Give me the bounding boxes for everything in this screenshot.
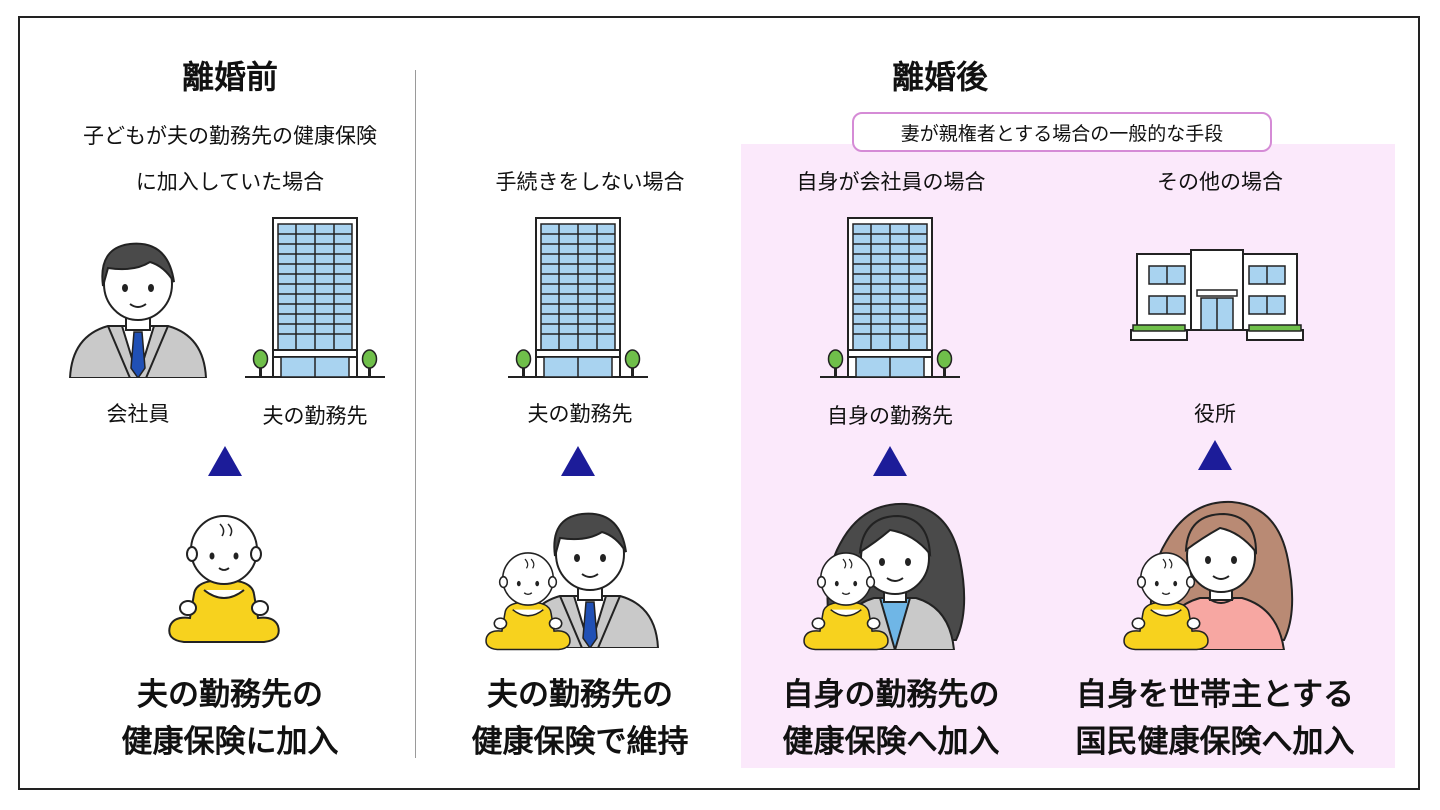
after-col1-heading: 手続きをしない場合 (495, 170, 685, 194)
after-col3-label: 役所 (1194, 402, 1236, 426)
arrow-up-icon (208, 446, 242, 476)
arrow-up-icon (1198, 440, 1232, 470)
before-result-line1: 夫の勤務先の (137, 677, 323, 713)
before-title: 離婚前 (181, 58, 278, 96)
after-col2-result: 自身の勤務先の 健康保険へ加入 (741, 672, 1041, 765)
after-col3-result-line2: 国民健康保険へ加入 (1075, 723, 1355, 760)
arrow-up-icon (561, 446, 595, 476)
city-hall-icon (1127, 248, 1307, 348)
baby-icon (1120, 548, 1212, 656)
after-col2-label: 自身の勤務先 (827, 404, 953, 428)
baby-icon (482, 548, 574, 656)
arrow-up-icon (873, 446, 907, 476)
label-employee: 会社員 (106, 402, 170, 426)
before-after-divider (415, 70, 416, 758)
office-building-icon (820, 214, 960, 382)
baby-icon (164, 510, 284, 650)
after-col3-heading: その他の場合 (1157, 170, 1283, 194)
before-condition-line1: 子どもが夫の勤務先の健康保険 (83, 124, 377, 148)
after-col1-result: 夫の勤務先の 健康保険で維持 (430, 672, 730, 765)
after-col3-result-line1: 自身を世帯主とする (1075, 677, 1355, 713)
before-result-line2: 健康保険に加入 (121, 723, 339, 760)
after-col2-heading: 自身が会社員の場合 (796, 170, 986, 194)
after-col1-result-line1: 夫の勤務先の (487, 677, 673, 713)
label-husband-employer: 夫の勤務先 (262, 404, 368, 428)
after-col3-result: 自身を世帯主とする 国民健康保険へ加入 (1045, 672, 1385, 765)
before-condition-line2: に加入していた場合 (135, 170, 325, 194)
after-col2-result-line1: 自身の勤務先の (782, 677, 1000, 713)
after-col1-label: 夫の勤務先 (527, 402, 633, 426)
office-building-icon (245, 214, 385, 382)
businessman-icon (68, 228, 208, 378)
after-col1-result-line2: 健康保険で維持 (471, 723, 689, 760)
after-title: 離婚後 (891, 58, 988, 96)
wife-custody-note: 妻が親権者とする場合の一般的な手段 (852, 112, 1272, 152)
after-col2-result-line2: 健康保険へ加入 (782, 723, 1000, 760)
diagram-frame (18, 16, 1420, 790)
before-result: 夫の勤務先の 健康保険に加入 (30, 672, 430, 765)
office-building-icon (508, 214, 648, 382)
baby-icon (800, 548, 892, 656)
